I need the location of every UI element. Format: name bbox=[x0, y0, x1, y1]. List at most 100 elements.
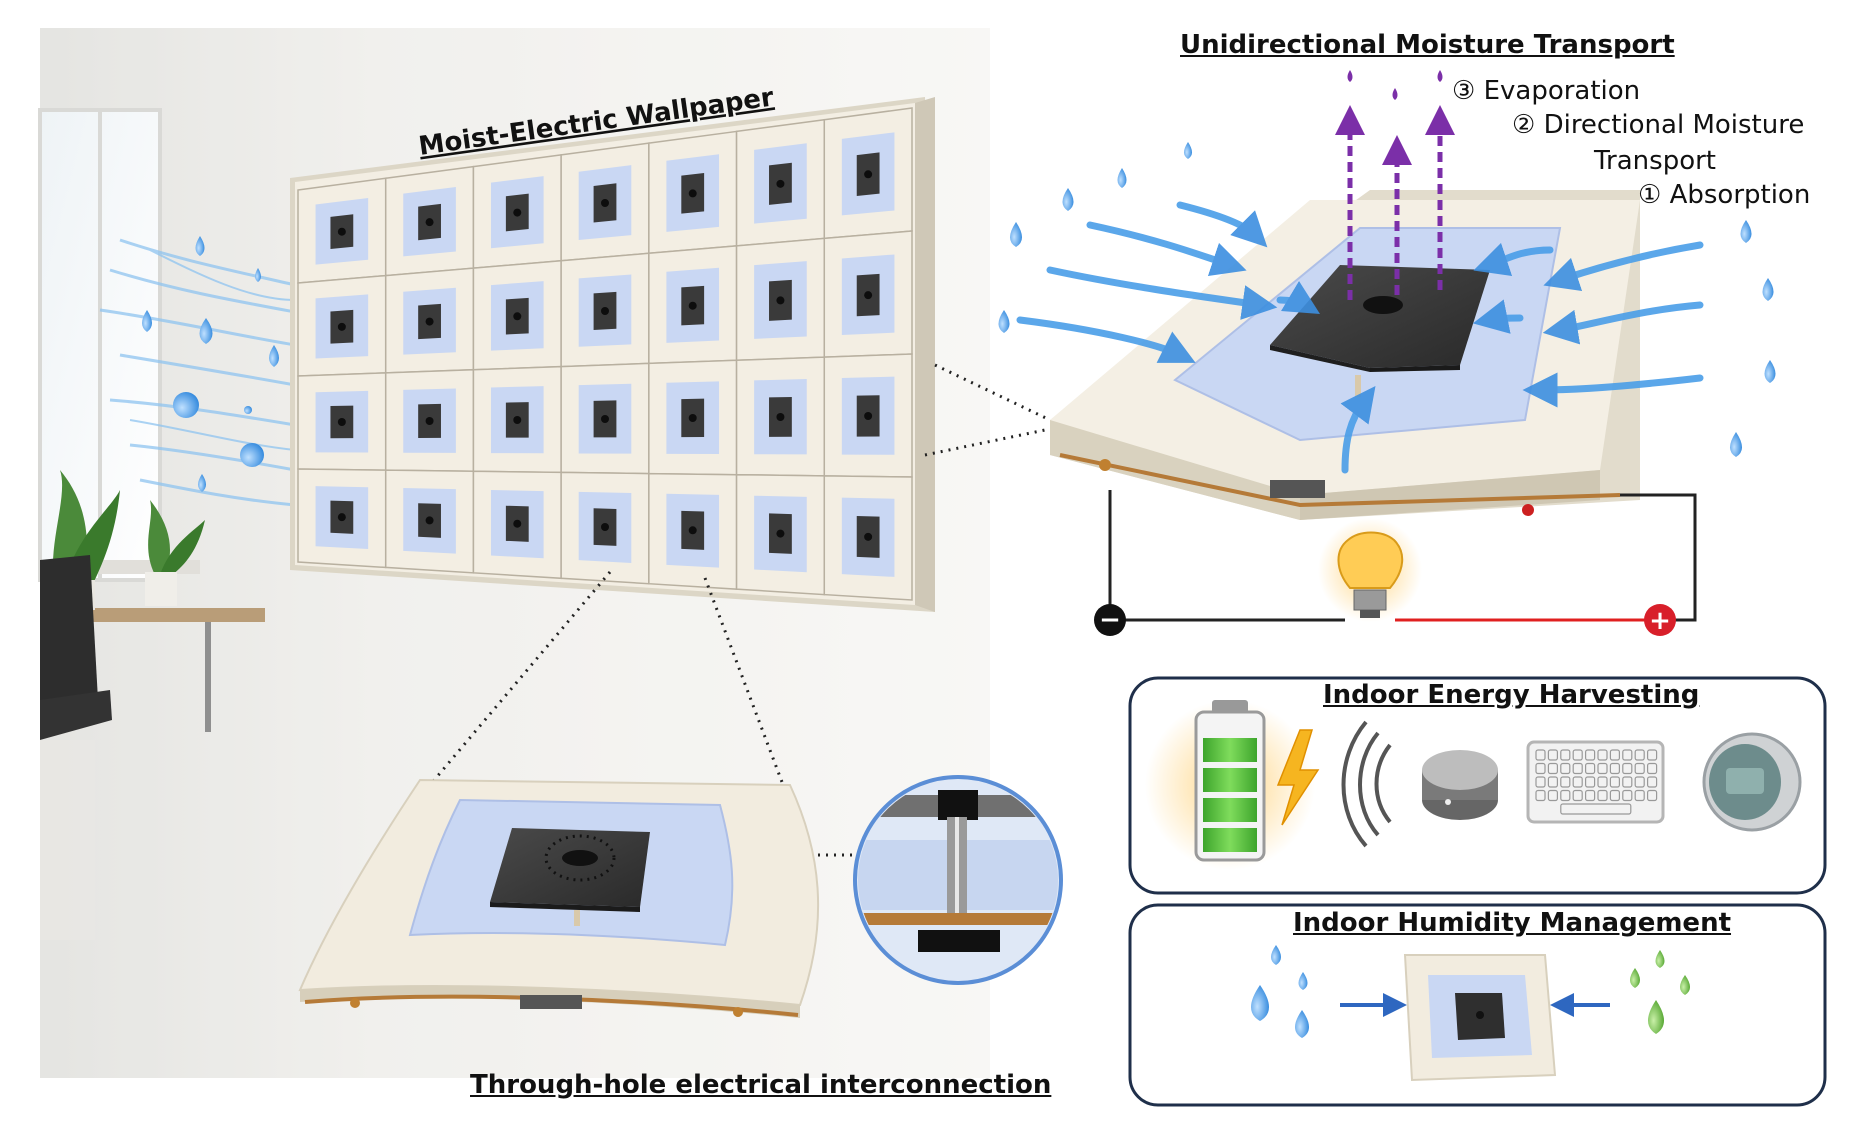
tile-through-hole bbox=[425, 317, 434, 326]
keyboard-key bbox=[1634, 762, 1645, 775]
tile-through-hole bbox=[513, 416, 522, 424]
keyboard-key bbox=[1646, 762, 1658, 775]
humid-drops-blue bbox=[1251, 945, 1309, 1038]
keyboard-key bbox=[1609, 749, 1621, 761]
tile-through-hole bbox=[337, 513, 346, 522]
tile-through-hole bbox=[601, 307, 609, 315]
tile-through-hole bbox=[601, 523, 609, 531]
keyboard-key bbox=[1535, 762, 1546, 775]
tile-through-hole bbox=[688, 414, 697, 422]
interconnect-title: Through-hole electrical interconnection bbox=[470, 1070, 1052, 1100]
tile-through-hole bbox=[601, 415, 609, 423]
tile-through-hole bbox=[337, 322, 346, 331]
keyboard-key bbox=[1560, 789, 1571, 802]
step-directional-line2: Transport bbox=[1594, 146, 1717, 176]
keyboard-key bbox=[1597, 789, 1608, 802]
keyboard-key bbox=[1646, 789, 1658, 802]
step-absorption: ① Absorption bbox=[1638, 180, 1811, 210]
keyboard-key bbox=[1572, 749, 1583, 761]
wireless-sensor-icon bbox=[1341, 720, 1498, 848]
tile-through-hole bbox=[688, 301, 697, 310]
keyboard-key bbox=[1597, 776, 1608, 788]
water-drops-left bbox=[142, 236, 279, 492]
keyboard-key bbox=[1535, 776, 1546, 788]
keyboard-key bbox=[1646, 749, 1658, 761]
keyboard-key bbox=[1584, 789, 1596, 802]
tile-through-hole bbox=[776, 179, 785, 188]
energy-title: Indoor Energy Harvesting bbox=[1323, 680, 1700, 710]
keyboard-key bbox=[1547, 762, 1559, 775]
tile-through-hole bbox=[513, 208, 522, 217]
humidity-tile-icon bbox=[1403, 954, 1557, 1082]
wallpaper-tile-grid bbox=[297, 107, 913, 601]
curved-tile bbox=[298, 778, 820, 1018]
tile-through-hole bbox=[864, 170, 873, 179]
tile-through-hole bbox=[337, 227, 346, 236]
keyboard-key bbox=[1622, 749, 1633, 761]
tile-through-hole bbox=[776, 296, 785, 305]
battery-icon bbox=[1145, 700, 1315, 870]
keyboard-key bbox=[1634, 776, 1645, 788]
tile-through-hole bbox=[425, 218, 434, 227]
tile-through-hole bbox=[688, 526, 697, 535]
keyboard-key bbox=[1560, 749, 1571, 761]
positive-terminal: + bbox=[1644, 604, 1676, 636]
keyboard-key bbox=[1560, 762, 1571, 775]
tile-through-hole bbox=[864, 532, 873, 541]
keyboard-key bbox=[1547, 789, 1559, 802]
keyboard-key bbox=[1560, 776, 1571, 788]
tile-through-hole bbox=[776, 413, 785, 421]
tile-through-hole bbox=[337, 418, 346, 426]
keyboard-key bbox=[1584, 749, 1596, 761]
water-drops-right bbox=[998, 142, 1776, 457]
keyboard-key bbox=[1572, 776, 1583, 788]
humidity-title: Indoor Humidity Management bbox=[1293, 908, 1732, 938]
keyboard-key bbox=[1547, 749, 1559, 761]
keyboard-key bbox=[1609, 776, 1621, 788]
humid-drops-green bbox=[1630, 950, 1690, 1034]
keyboard-key bbox=[1609, 762, 1621, 775]
absorption-arrows bbox=[1016, 201, 1704, 474]
tile-through-hole bbox=[513, 519, 522, 528]
transport-title: Unidirectional Moisture Transport bbox=[1180, 30, 1675, 60]
tile-through-hole bbox=[513, 312, 522, 321]
keyboard-key bbox=[1560, 803, 1632, 815]
tile-through-hole bbox=[776, 529, 785, 538]
vapor-drops bbox=[1347, 70, 1443, 100]
tile-through-hole bbox=[425, 516, 434, 525]
keyboard-key bbox=[1584, 762, 1596, 775]
keyboard-key bbox=[1634, 789, 1645, 802]
keyboard-key bbox=[1646, 776, 1658, 788]
tile-through-hole bbox=[425, 417, 434, 425]
keyboard-key bbox=[1535, 789, 1546, 802]
tile-through-hole bbox=[864, 291, 873, 300]
negative-terminal: − bbox=[1094, 604, 1126, 636]
airflow-left bbox=[99, 238, 296, 507]
keyboard-key bbox=[1547, 776, 1559, 788]
keyboard-key bbox=[1597, 749, 1608, 761]
light-bulb-icon bbox=[1318, 518, 1422, 622]
keyboard-key bbox=[1609, 789, 1621, 802]
clock-icon bbox=[1702, 732, 1802, 832]
step-evaporation: ③ Evaporation bbox=[1452, 76, 1641, 106]
tile-through-hole bbox=[601, 199, 609, 207]
keyboard-key bbox=[1622, 789, 1633, 802]
keyboard-icon bbox=[1526, 740, 1665, 824]
keyboard-key bbox=[1535, 749, 1546, 761]
evaporation-arrows bbox=[1335, 105, 1455, 300]
keyboard-key bbox=[1572, 762, 1583, 775]
plant-right bbox=[145, 500, 205, 606]
lightning-icon bbox=[1276, 729, 1320, 826]
keyboard-key bbox=[1597, 762, 1608, 775]
tile-through-hole bbox=[688, 189, 697, 198]
keyboard-key bbox=[1634, 749, 1645, 761]
keyboard-key bbox=[1572, 789, 1583, 802]
tile-through-hole bbox=[864, 412, 873, 420]
positive-symbol: + bbox=[1649, 606, 1671, 636]
step-directional-line1: ② Directional Moisture bbox=[1512, 110, 1805, 140]
keyboard-key bbox=[1622, 776, 1633, 788]
through-hole-magnifier bbox=[853, 775, 1063, 985]
keyboard-key bbox=[1584, 776, 1596, 788]
